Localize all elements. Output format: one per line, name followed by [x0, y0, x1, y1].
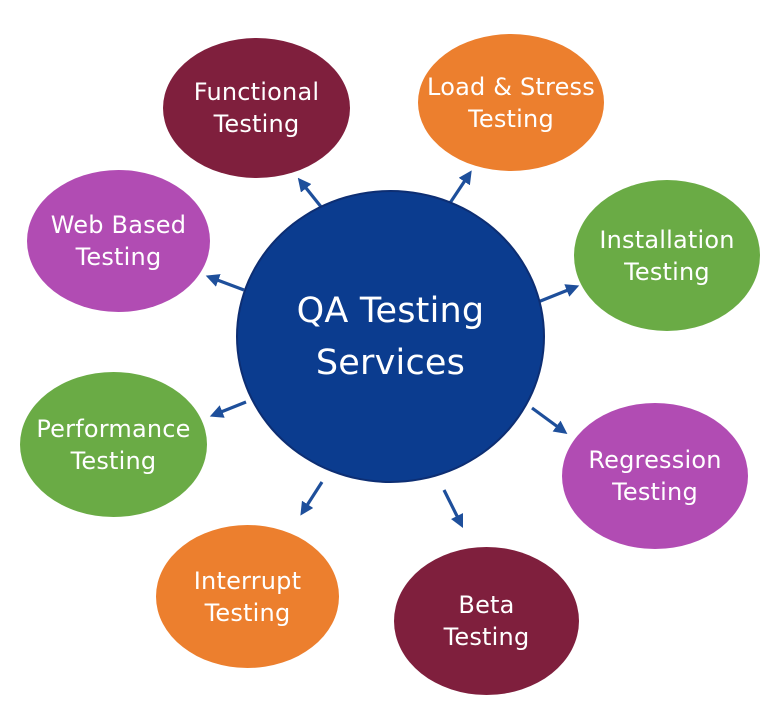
node-load-stress-line1: Load & Stress: [427, 72, 595, 101]
node-performance-label: Performance Testing: [36, 413, 190, 477]
arrow-to-functional: [297, 177, 324, 209]
node-load-stress-label: Load & Stress Testing: [427, 71, 595, 135]
node-beta-testing: Beta Testing: [394, 547, 579, 695]
node-beta-line1: Beta: [458, 591, 515, 619]
node-interrupt-line1: Interrupt: [193, 566, 302, 595]
node-installation-label: Installation Testing: [599, 224, 734, 288]
node-load-stress-line2: Testing: [468, 104, 554, 133]
node-performance-testing: Performance Testing: [20, 372, 207, 517]
arrow-to-web-based: [205, 274, 245, 292]
center-node-qa-testing-services: QA Testing Services: [236, 190, 545, 483]
node-installation-line1: Installation: [599, 225, 735, 254]
node-functional-label: Functional Testing: [194, 76, 319, 140]
node-regression-line1: Regression: [588, 446, 722, 474]
node-beta-line2: Testing: [443, 623, 530, 651]
node-functional-testing: Functional Testing: [163, 38, 350, 178]
arrow-to-interrupt: [300, 481, 324, 516]
node-web-based-label: Web Based Testing: [51, 209, 186, 273]
arrow-to-installation: [537, 284, 580, 304]
arrow-to-regression: [531, 406, 568, 434]
node-web-based-line1: Web Based: [50, 211, 187, 239]
center-label-line2: Services: [315, 342, 466, 383]
node-interrupt-testing: Interrupt Testing: [156, 525, 339, 668]
node-web-based-line2: Testing: [75, 243, 162, 271]
node-regression-line2: Testing: [612, 478, 698, 506]
node-functional-line1: Functional: [193, 78, 320, 106]
node-beta-label: Beta Testing: [444, 589, 530, 653]
arrow-to-performance: [209, 400, 247, 418]
node-load-stress-testing: Load & Stress Testing: [418, 34, 604, 171]
node-performance-line1: Performance: [36, 414, 191, 443]
center-label-line1: QA Testing: [296, 290, 485, 331]
node-interrupt-line2: Testing: [204, 598, 291, 627]
node-installation-testing: Installation Testing: [574, 180, 760, 331]
node-regression-label: Regression Testing: [588, 444, 721, 508]
node-interrupt-label: Interrupt Testing: [194, 565, 301, 629]
arrow-to-beta: [442, 489, 464, 529]
node-installation-line2: Testing: [624, 257, 710, 286]
node-regression-testing: Regression Testing: [562, 403, 748, 549]
node-functional-line2: Testing: [213, 110, 300, 138]
node-performance-line2: Testing: [70, 446, 157, 475]
node-web-based-testing: Web Based Testing: [27, 170, 210, 312]
center-label: QA Testing Services: [297, 285, 485, 389]
